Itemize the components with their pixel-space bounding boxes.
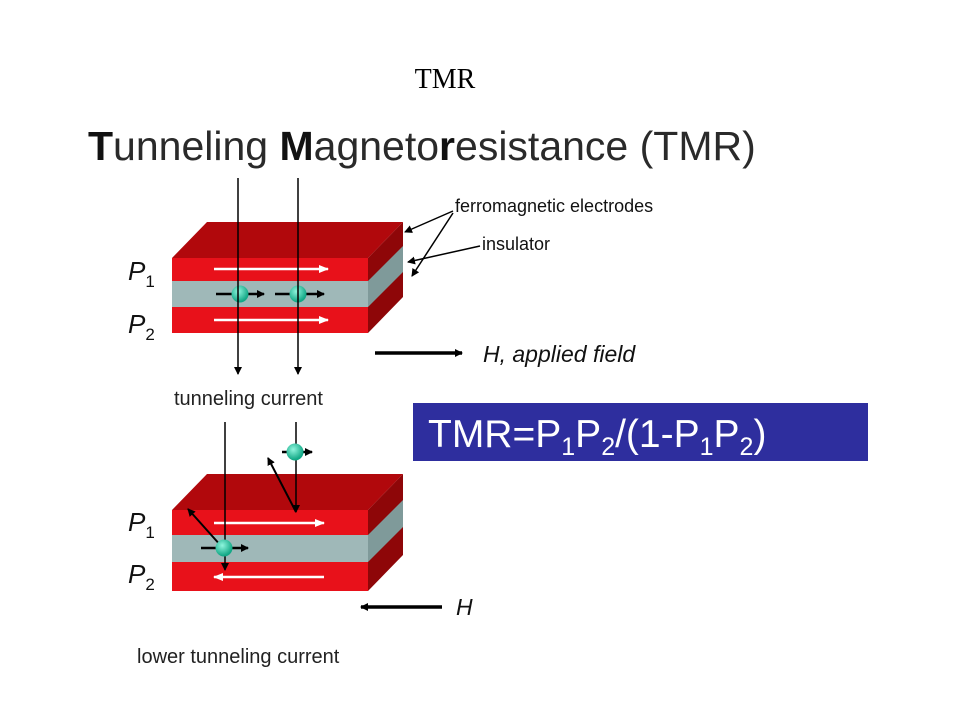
reflection-arrow xyxy=(187,508,223,548)
label-lower-p1: P1 xyxy=(128,507,155,542)
lower-side-insulator xyxy=(368,500,403,562)
label-lower-p2: P2 xyxy=(128,559,155,594)
heading-part: esistance (TMR) xyxy=(455,123,756,169)
callout-arrow xyxy=(404,210,454,233)
label-ferromagnetic-electrodes: ferromagnetic electrodes xyxy=(455,196,653,216)
lower-junction-stack xyxy=(172,422,403,591)
heading-letter-M: M xyxy=(279,123,313,169)
label-lower-tunneling-current: lower tunneling current xyxy=(137,646,340,668)
upper-stack-top xyxy=(172,222,403,258)
electron-icon xyxy=(231,285,249,303)
lower-stack-top xyxy=(172,474,403,510)
label-tunneling-current: tunneling current xyxy=(174,388,323,410)
upper-side-insulator xyxy=(368,246,403,307)
label-applied-field: H, applied field xyxy=(483,341,636,367)
heading-letter-r: r xyxy=(439,123,455,169)
slide-title: TMR xyxy=(414,64,476,95)
label-upper-p2: P2 xyxy=(128,309,155,344)
electron-icon xyxy=(286,443,304,461)
upper-insulator-layer xyxy=(172,281,368,307)
electron-icon xyxy=(215,539,233,557)
label-h-field: H xyxy=(456,594,473,620)
formula-box xyxy=(413,403,868,461)
heading-part: unneling xyxy=(113,123,279,169)
label-insulator: insulator xyxy=(482,234,550,254)
heading-part: agneto xyxy=(314,123,439,169)
tmr-formula: TMR=P1P2/(1-P1P2) xyxy=(428,413,766,461)
label-upper-p1: P1 xyxy=(128,256,155,291)
reflection-arrow xyxy=(267,457,297,513)
figure-heading: Tunneling Magnetoresistance (TMR) xyxy=(88,123,756,169)
heading-letter-T: T xyxy=(88,123,113,169)
upper-junction-stack xyxy=(172,178,403,375)
callout-arrow xyxy=(411,212,454,277)
callout-arrow xyxy=(407,245,481,265)
